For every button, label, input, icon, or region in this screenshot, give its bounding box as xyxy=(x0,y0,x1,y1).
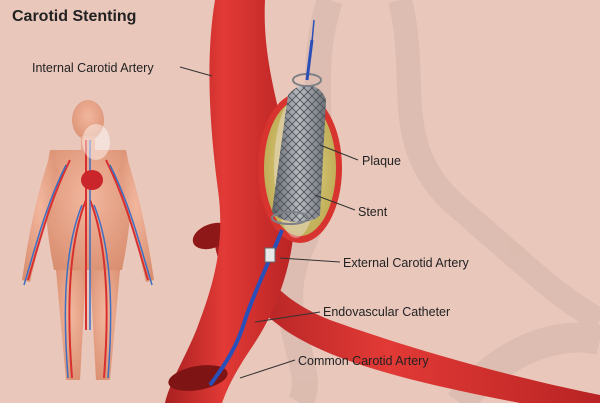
stent xyxy=(271,73,326,225)
leader-lines xyxy=(179,66,359,379)
magnify-highlight xyxy=(82,124,110,160)
label-common-carotid-artery: Common Carotid Artery xyxy=(298,354,429,368)
label-endovascular-catheter: Endovascular Catheter xyxy=(323,305,451,319)
label-plaque: Plaque xyxy=(362,154,401,168)
catheter-tip xyxy=(264,247,276,263)
label-external-carotid-artery: External Carotid Artery xyxy=(343,256,469,270)
heart-icon xyxy=(81,170,103,190)
endovascular-catheter xyxy=(208,19,315,387)
label-internal-carotid-artery: Internal Carotid Artery xyxy=(32,61,154,75)
label-stent: Stent xyxy=(358,205,388,219)
diagram-title: Carotid Stenting xyxy=(12,8,137,25)
body-figure xyxy=(22,100,154,380)
